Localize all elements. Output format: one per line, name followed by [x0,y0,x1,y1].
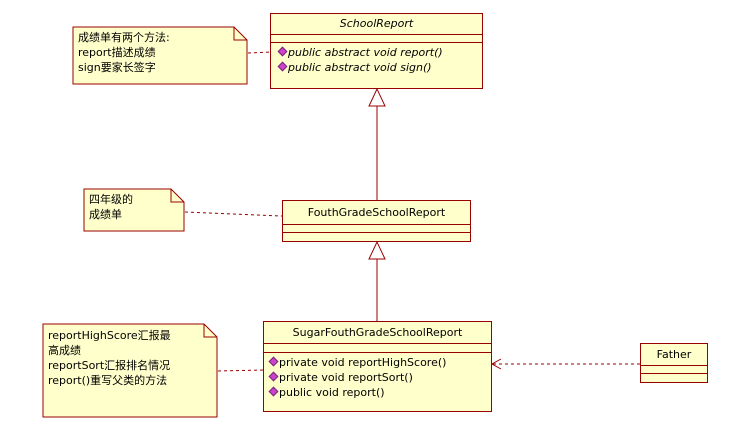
operation: public void report() [268,385,491,400]
class-attributes [264,344,491,353]
note-bottom-fold [203,324,217,338]
note-bottom-shape[interactable] [42,323,218,418]
public-visibility-icon [277,61,288,72]
private-visibility-icon [268,356,279,367]
operation-label: public abstract void sign() [288,61,432,74]
generalization-arrowhead-2 [368,240,386,260]
note-bottom-line: report()重写父类的方法 [48,374,168,387]
note-top-anchor [247,51,272,54]
operation-label: private void reportSort() [279,371,413,384]
note-top-text: 成绩单有两个方法: report描述成绩 sign要家长签字 [78,30,170,75]
class-name: SugarFouthGradeSchoolReport [264,322,491,344]
note-bottom-line: 高成绩 [48,344,81,357]
note-mid-line: 成绩单 [89,208,122,221]
class-attributes [641,366,707,374]
class-name: FouthGradeSchoolReport [283,201,470,225]
class-attributes [271,35,482,43]
public-visibility-icon [277,46,288,57]
class-sugar-fouth-grade-school-report[interactable]: SugarFouthGradeSchoolReport private void… [263,321,492,412]
note-mid-line: 四年级的 [89,193,133,206]
generalization-arrowhead-1 [368,87,386,107]
class-operations: public abstract void report() public abs… [271,43,482,75]
operation-label: public abstract void report() [288,46,443,59]
operation: public abstract void report() [277,45,482,60]
public-visibility-icon [268,386,279,397]
class-operations [641,374,707,382]
note-bottom-anchor [217,369,264,372]
note-mid-fold [170,189,184,203]
operation: public abstract void sign() [277,60,482,75]
class-fouth-grade-school-report[interactable]: FouthGradeSchoolReport [282,200,471,242]
class-name: Father [641,344,707,366]
note-top-fold [233,27,247,41]
class-operations [283,233,470,241]
note-top-line: sign要家长签字 [78,61,156,74]
dependency-arrowhead [490,358,502,370]
note-bottom-line: reportSort汇报排名情况 [48,359,171,372]
class-operations: private void reportHighScore() private v… [264,353,491,400]
class-attributes [283,225,470,233]
private-visibility-icon [268,371,279,382]
operation: private void reportSort() [268,370,491,385]
note-mid-anchor [184,211,283,217]
class-name: SchoolReport [271,14,482,35]
note-top-line: report描述成绩 [78,46,156,59]
class-school-report[interactable]: SchoolReport public abstract void report… [270,13,483,89]
note-mid-text: 四年级的 成绩单 [89,192,133,222]
operation: private void reportHighScore() [268,355,491,370]
note-bottom-text: reportHighScore汇报最 高成绩 reportSort汇报排名情况 … [48,328,171,388]
operation-label: public void report() [279,386,385,399]
note-mid-shape[interactable] [83,188,185,232]
note-top-shape[interactable] [72,26,248,85]
class-father[interactable]: Father [640,343,708,383]
note-top-line: 成绩单有两个方法: [78,31,170,44]
note-bottom-line: reportHighScore汇报最 [48,329,171,342]
operation-label: private void reportHighScore() [279,356,447,369]
